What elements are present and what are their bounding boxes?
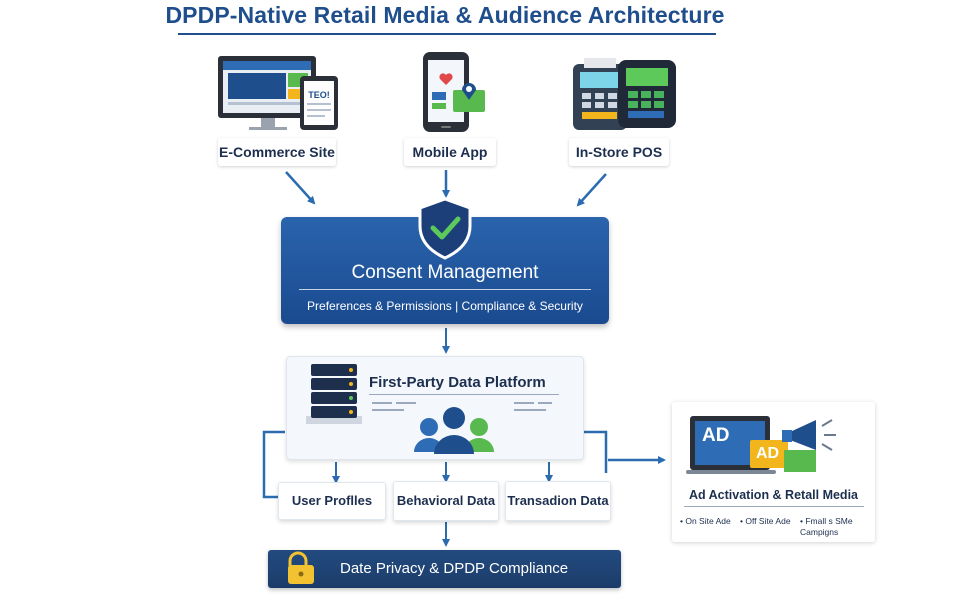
page-title: DPDP-Native Retail Media & Audience Arch… <box>165 2 725 28</box>
ad-activation-divider <box>684 506 864 507</box>
privacy-label: Date Privacy & DPDP Compliance <box>340 560 569 577</box>
bracket-left <box>262 430 285 499</box>
ad-badge-label: AD <box>756 445 780 462</box>
platform-divider <box>369 394 559 395</box>
arrow-pos-consent <box>576 173 607 207</box>
first-party-data-platform-box: First-Party Data Platform <box>286 356 584 460</box>
channel-offsite: • Off Site Ade <box>740 516 791 526</box>
ad-screen-icon <box>686 416 836 474</box>
pos-label: In-Store POS <box>569 138 669 166</box>
ad-screen-label: AD <box>702 425 730 446</box>
mobile-app-label: Mobile App <box>404 138 496 166</box>
user-profiles-box: User Proflles <box>278 482 386 520</box>
channel-email-sms: • Fmall s SMe Campigns <box>800 516 853 537</box>
transaction-data-box: Transadion Data <box>505 481 611 521</box>
consent-management-box: Consent Management Preferences & Permiss… <box>281 217 609 324</box>
ecommerce-label: E-Commerce Site <box>218 138 336 166</box>
tablet-screen-text: TEO! <box>308 90 330 100</box>
channel-onsite: • On Site Ade <box>680 516 731 526</box>
behavioral-data-box: Behavioral Data <box>393 481 499 521</box>
privacy-compliance-bar: Date Privacy & DPDP Compliance <box>268 550 621 588</box>
platform-title: First-Party Data Platform <box>369 374 546 391</box>
ad-activation-panel: AD AD Ad Activation & Retall Media • On … <box>672 402 875 542</box>
ad-activation-title: Ad Activation & Retall Media <box>688 488 858 502</box>
lock-icon <box>288 551 314 584</box>
arrow-ecommerce-consent <box>285 171 316 205</box>
consent-divider <box>299 289 591 290</box>
consent-title: Consent Management <box>351 262 539 283</box>
consent-subtitle: Preferences & Permissions | Compliance &… <box>307 299 583 313</box>
title-underline <box>178 33 716 35</box>
bracket-right <box>584 430 608 473</box>
